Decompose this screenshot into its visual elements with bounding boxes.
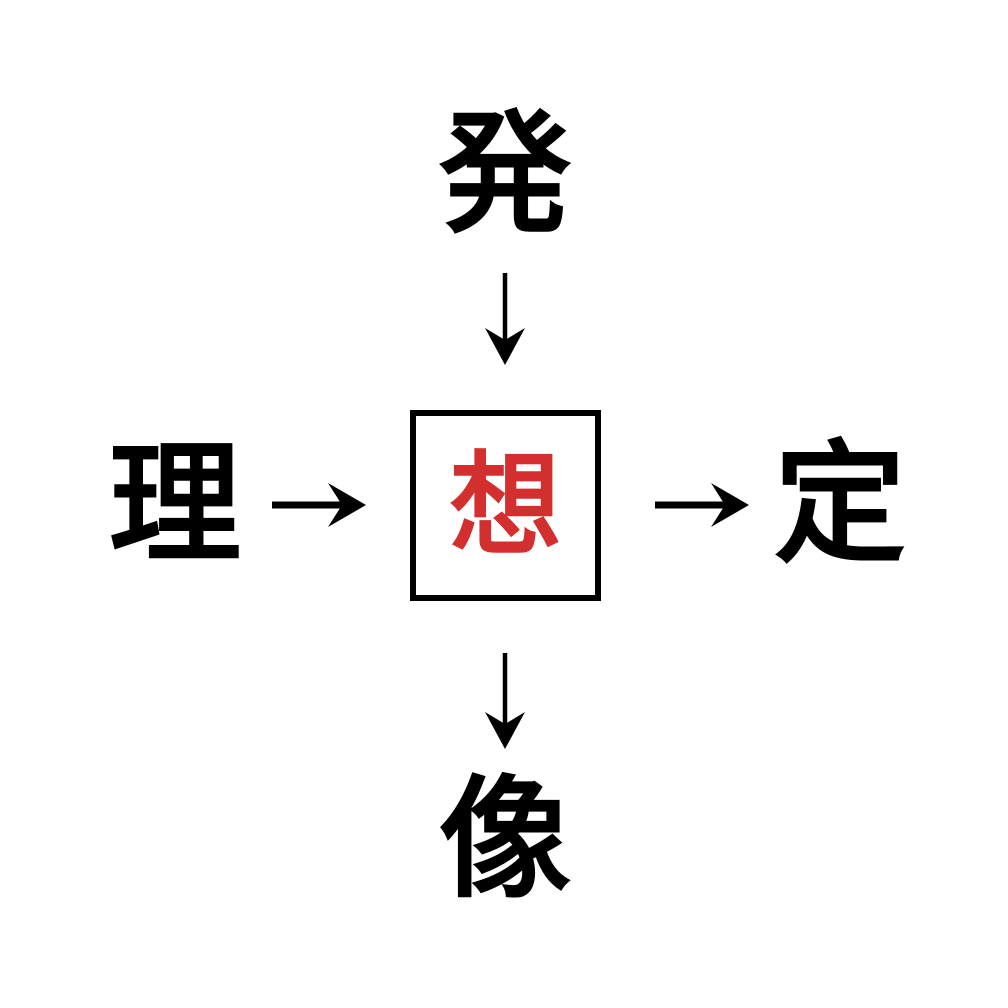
node-left: 理 — [55, 430, 295, 580]
node-bottom-label: 像 — [439, 763, 571, 917]
node-top: 発 — [385, 100, 625, 250]
node-center-label: 想 — [449, 440, 562, 571]
arrow-top-to-center — [455, 265, 555, 375]
arrow-left-to-center — [262, 465, 377, 545]
arrow-center-to-right — [645, 465, 760, 545]
node-right: 定 — [720, 430, 960, 580]
node-top-label: 発 — [439, 98, 571, 252]
node-left-label: 理 — [109, 428, 241, 582]
arrow-center-to-bottom — [455, 645, 555, 760]
node-right-label: 定 — [774, 428, 906, 582]
node-center-box: 想 — [410, 410, 601, 601]
node-bottom: 像 — [385, 765, 625, 915]
